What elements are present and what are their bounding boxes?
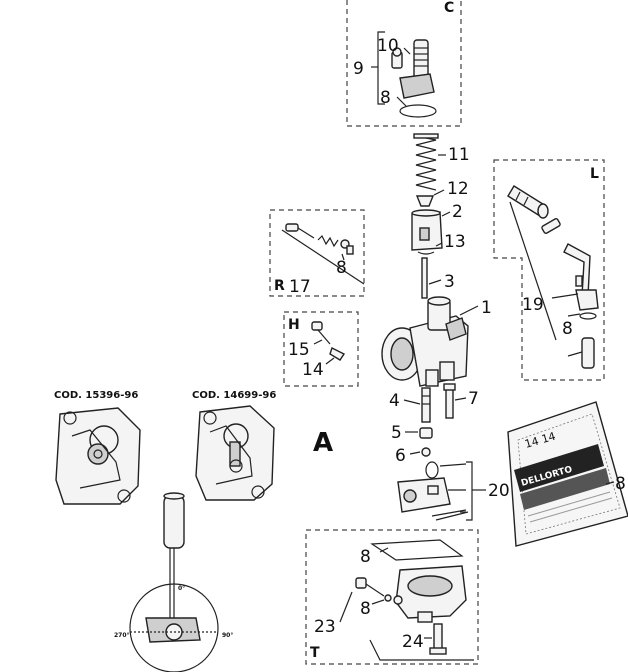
label-7: 7: [468, 389, 479, 409]
group-c: C 10 9 8: [346, 0, 462, 127]
group-l: L 19 8: [493, 159, 605, 381]
label-11: 11: [448, 145, 470, 165]
float-bowl-part: [395, 565, 467, 623]
label-8: 8: [336, 258, 347, 278]
label-20: 20: [488, 481, 510, 501]
group-h: H 15 14: [283, 311, 359, 387]
central-stack: 11 12 2 13 3 1: [381, 133, 492, 466]
plate-left: COD. 15396-96: [54, 390, 141, 505]
bowl-screw-washer-part: [384, 594, 392, 602]
label-24: 24: [402, 632, 424, 652]
bowl-bolt-part: [429, 623, 447, 655]
group-h-letter: H: [288, 317, 300, 333]
choke-body-part: [575, 289, 599, 311]
carburetor-body-part: [381, 296, 469, 387]
tube-screw-part: [575, 275, 583, 287]
idle-screw-part: [391, 47, 403, 69]
washer-part: [421, 447, 431, 457]
label-15: 15: [288, 340, 310, 360]
spring-part: [413, 133, 439, 191]
dial-label-top: 0°: [178, 585, 185, 592]
label-19: 19: [522, 295, 544, 315]
label-4: 4: [389, 391, 400, 411]
idle-jet-part: [443, 383, 456, 419]
choke-o-ring-part: [579, 312, 597, 320]
label-8: 8: [360, 547, 371, 567]
label-8: 8: [562, 319, 573, 339]
air-screw-part: [285, 223, 315, 239]
o-ring-part: [399, 104, 437, 118]
dial-label-left: 270°: [114, 632, 130, 639]
code-left: COD. 15396-96: [54, 390, 138, 401]
label-23: 23: [314, 617, 336, 637]
main-jet-part: [419, 427, 433, 439]
section-letter: A: [313, 428, 333, 458]
group-c-frame: [346, 0, 462, 127]
choke-plunger-lower-part: [581, 337, 595, 369]
choke-plunger-part: [399, 39, 435, 99]
label-14: 14: [302, 360, 324, 380]
retainer-part: [415, 195, 435, 207]
group-c-letter: C: [444, 0, 454, 16]
label-1: 1: [481, 298, 492, 318]
code-right: COD. 14699-96: [192, 390, 276, 401]
bracket-9: [377, 31, 385, 105]
needle-part: [421, 257, 428, 299]
float-parts-group: 20: [397, 461, 510, 521]
group-r-letter: R: [274, 278, 285, 294]
throttle-screw-part: [311, 321, 331, 345]
adjuster-part: [541, 218, 561, 234]
label-12: 12: [447, 179, 469, 199]
group-r: R 8 17: [269, 209, 365, 297]
label-13: 13: [444, 232, 466, 252]
label-8: 8: [360, 599, 371, 619]
gasket-kit-package: 14 14 DELLORTO: [507, 401, 628, 547]
label-9: 9: [353, 59, 364, 79]
label-6: 6: [395, 446, 406, 466]
group-t: T 8 8 23 24: [305, 529, 479, 665]
plate-right: COD. 14699-96: [192, 390, 276, 501]
throttle-screw-nut-part: [329, 347, 346, 361]
label-17: 17: [289, 277, 311, 297]
cable-tube-part: [563, 243, 591, 297]
group-t-letter: T: [310, 645, 320, 661]
group-l-letter: L: [590, 166, 599, 182]
lever-sleeve-part: [507, 185, 549, 219]
needle-clip-part: [417, 251, 435, 255]
label-10: 10: [377, 36, 399, 56]
jet-holder-part: [421, 387, 431, 423]
bowl-gasket-part: [370, 539, 464, 561]
bowl-drain-screw-part: [355, 577, 385, 597]
label-8: 8: [380, 88, 391, 108]
throttle-dial: 0° 270° 90°: [114, 492, 233, 672]
label-3: 3: [444, 272, 455, 292]
label-2: 2: [452, 202, 463, 222]
air-screw-spring-part: [317, 234, 339, 248]
label-8-kit: 8: [615, 474, 626, 494]
dial-label-right: 90°: [222, 632, 233, 639]
label-5: 5: [391, 423, 402, 443]
